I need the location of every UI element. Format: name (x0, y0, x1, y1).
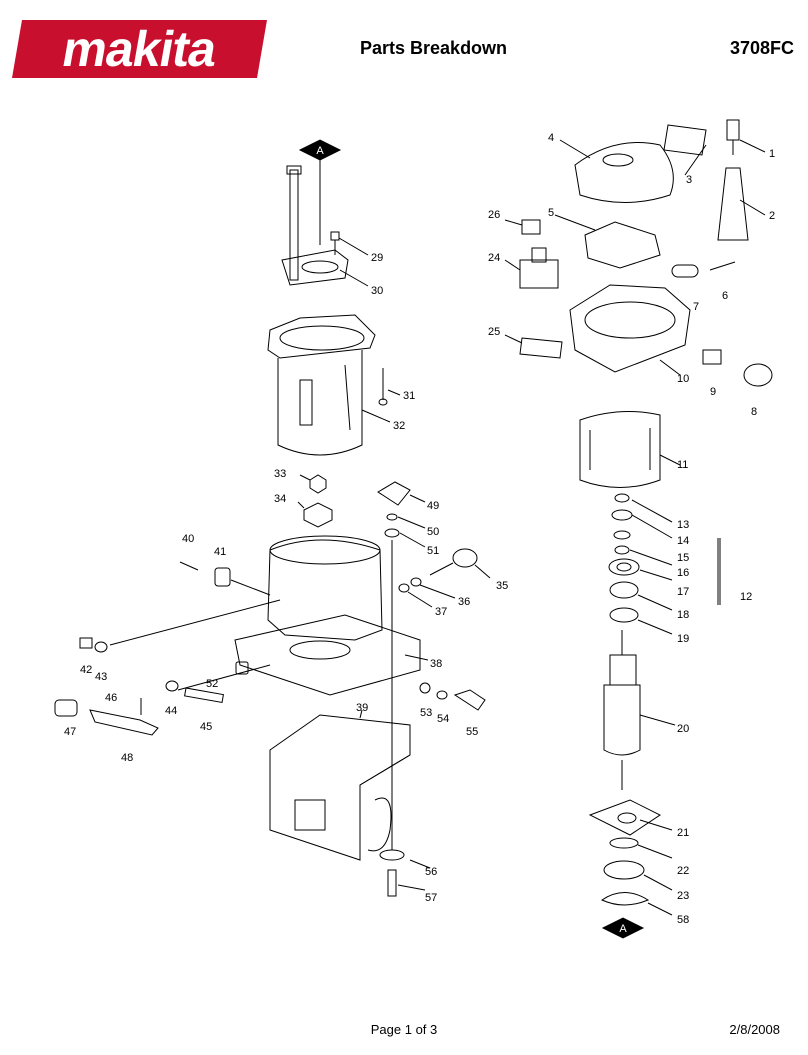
part-label: 1 (769, 148, 775, 160)
part-label: 46 (105, 692, 117, 704)
part-label: 48 (121, 752, 133, 764)
part-label: 7 (693, 301, 699, 313)
part-label: 44 (165, 705, 177, 717)
part-label: 20 (677, 723, 689, 735)
part-label: 12 (740, 591, 752, 603)
part-label: 30 (371, 285, 383, 297)
part-label: 57 (425, 892, 437, 904)
marker-a-bottom (601, 917, 645, 939)
part-label: 3 (686, 174, 692, 186)
part-label: 10 (677, 373, 689, 385)
part-label: 58 (677, 914, 689, 926)
makita-logo: makita ® (12, 20, 267, 78)
part-label: 2 (769, 210, 775, 222)
part-label: 49 (427, 500, 439, 512)
marker-a-top (298, 139, 342, 245)
part-label: 22 (677, 865, 689, 877)
part-label: 19 (677, 633, 689, 645)
part-label: 15 (677, 552, 689, 564)
part-label: 52 (206, 678, 218, 690)
part-label: 38 (430, 658, 442, 670)
part-label: 36 (458, 596, 470, 608)
part-label: 54 (437, 713, 449, 725)
registered-mark: ® (253, 23, 261, 34)
part-label: 14 (677, 535, 689, 547)
part-label: 41 (214, 546, 226, 558)
part-label: 33 (274, 468, 286, 480)
part-label: 43 (95, 671, 107, 683)
part-label: 35 (496, 580, 508, 592)
part-label: 39 (356, 702, 368, 714)
logo-banner (12, 20, 267, 78)
part-label: 53 (420, 707, 432, 719)
part-label: 4 (548, 132, 554, 144)
exploded-parts-diagram: A A 1 2 3 4 5 6 7 8 9 10 11 12 13 14 15 … (54, 119, 775, 939)
part-label: 24 (488, 252, 500, 264)
part-label: 42 (80, 664, 92, 676)
part-label: 51 (427, 545, 439, 557)
part-label: 56 (425, 866, 437, 878)
part-label: 55 (466, 726, 478, 738)
part-label: 13 (677, 519, 689, 531)
marker-a-bottom-label: A (619, 923, 627, 935)
part-label: 23 (677, 890, 689, 902)
part-label: 50 (427, 526, 439, 538)
part-label: 11 (677, 459, 688, 471)
document-date: 2/8/2008 (729, 1022, 780, 1037)
part-label: 37 (435, 606, 447, 618)
part-label: 6 (722, 290, 728, 302)
part-label: 5 (548, 207, 554, 219)
part-label: 9 (710, 386, 716, 398)
part-label: 29 (371, 252, 383, 264)
part-label: 8 (751, 406, 757, 418)
part-label: 34 (274, 493, 286, 505)
part-label: 17 (677, 586, 689, 598)
brand-name: makita (58, 21, 221, 77)
page-title: Parts Breakdown (360, 38, 508, 58)
part-label: 25 (488, 326, 500, 338)
model-number: 3708FC (729, 38, 794, 58)
marker-a-top-label: A (316, 145, 324, 157)
part-label: 45 (200, 721, 212, 733)
part-label: 47 (64, 726, 76, 738)
part-label: 32 (393, 420, 405, 432)
part-label: 26 (488, 209, 500, 221)
page-number: Page 1 of 3 (370, 1022, 438, 1037)
part-label: 31 (403, 390, 415, 402)
part-label: 18 (677, 609, 689, 621)
part-label: 21 (677, 827, 689, 839)
part-label: 40 (182, 533, 194, 545)
part-label: 16 (677, 567, 689, 579)
